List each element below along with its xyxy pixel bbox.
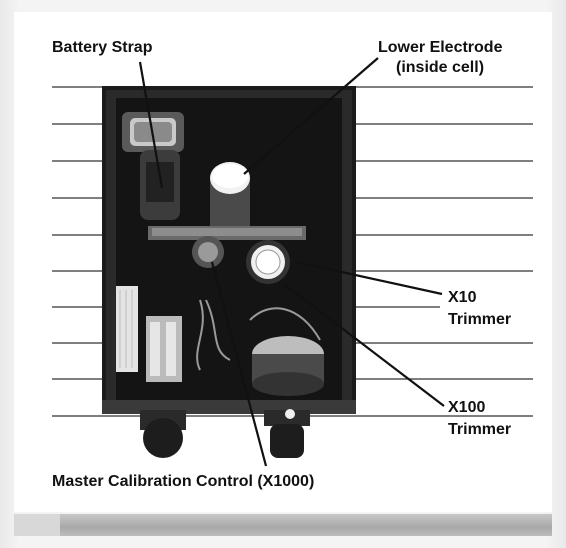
label-lower-electrode: Lower Electrode — [378, 39, 503, 56]
leader-lower-electrode — [243, 57, 379, 175]
bottom-scroll-bar[interactable] — [14, 514, 552, 536]
leader-lines — [138, 57, 445, 467]
battery-strap — [140, 150, 180, 220]
lower-electrode-cylinder — [210, 162, 250, 228]
leader-x100-trimmer — [283, 283, 445, 407]
velcro-strip — [116, 286, 138, 372]
label-lower-electrode-sub: (inside cell) — [396, 59, 485, 76]
leader-battery-strap — [138, 61, 164, 189]
wiring — [196, 299, 321, 371]
bottom-right-knob — [264, 409, 310, 458]
master-calibration-knob — [192, 236, 224, 268]
x10-trimmer-knob — [246, 240, 290, 284]
circuit-board — [148, 226, 306, 240]
label-x10-trimmer: Trimmer — [448, 311, 512, 328]
label-battery-strap: Battery Strap — [52, 39, 153, 56]
ruled-lines — [52, 86, 533, 417]
leader-master-calibration — [210, 261, 268, 467]
label-x100-trimmer: Trimmer — [448, 421, 512, 438]
bottom-left-knob — [140, 410, 186, 458]
leader-x10-trimmer — [295, 260, 443, 296]
x100-connector — [252, 336, 324, 396]
label-master-calibration: Master Calibration Control (X1000) — [52, 473, 315, 490]
terminal-block — [146, 316, 182, 382]
label-x100: X100 — [448, 399, 486, 416]
label-x10: X10 — [448, 289, 477, 306]
